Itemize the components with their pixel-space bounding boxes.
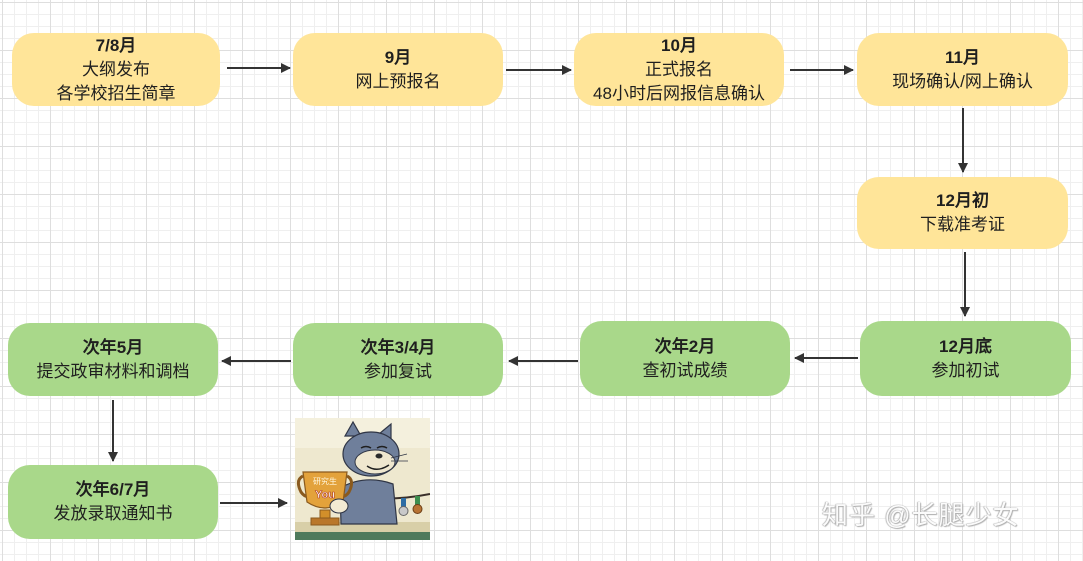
step-description: 现场确认/网上确认 xyxy=(892,71,1033,91)
step-title: 次年3/4月 xyxy=(360,337,436,357)
step-title: 12月初 xyxy=(936,191,989,210)
trophy-text-bottom: You xyxy=(315,489,335,501)
step-node-4: 11月 现场确认/网上确认 xyxy=(857,33,1068,106)
watermark: 知乎 @长腿少女 xyxy=(822,500,1020,530)
step-title: 次年2月 xyxy=(654,336,716,356)
step-description: 48小时后网报信息确认 xyxy=(593,83,765,103)
step-title: 9月 xyxy=(384,47,412,67)
step-description: 参加复试 xyxy=(364,361,432,381)
step-node-1: 7/8月 大纲发布 各学校招生简章 xyxy=(12,33,220,106)
cat-head xyxy=(342,420,408,477)
step-description: 网上预报名 xyxy=(355,71,441,91)
step-description: 各学校招生简章 xyxy=(56,83,176,103)
step-description: 提交政审材料和调档 xyxy=(36,361,190,381)
step-title: 次年6/7月 xyxy=(75,480,151,499)
step-title: 次年5月 xyxy=(82,337,144,357)
step-node-9: 次年5月 提交政审材料和调档 xyxy=(8,323,218,396)
step-node-7: 次年2月 查初试成绩 xyxy=(580,321,790,396)
step-description: 正式报名 xyxy=(645,59,713,79)
step-title: 7/8月 xyxy=(95,35,137,55)
step-description: 下载准考证 xyxy=(920,215,1005,234)
step-description: 参加初试 xyxy=(931,360,1000,380)
cat-trophy-picture: 研究生 You xyxy=(295,418,430,540)
step-node-8: 次年3/4月 参加复试 xyxy=(293,323,503,396)
step-node-3: 10月 正式报名 48小时后网报信息确认 xyxy=(574,33,784,106)
step-title: 10月 xyxy=(661,35,697,55)
step-description: 发放录取通知书 xyxy=(53,504,173,523)
trophy-text-top: 研究生 xyxy=(313,476,337,486)
step-title: 11月 xyxy=(945,47,980,67)
step-title: 12月底 xyxy=(939,336,992,356)
step-description: 大纲发布 xyxy=(82,59,150,79)
step-node-10: 次年6/7月 发放录取通知书 xyxy=(8,465,218,539)
step-node-2: 9月 网上预报名 xyxy=(293,33,503,106)
step-node-6: 12月底 参加初试 xyxy=(860,321,1071,396)
step-description: 查初试成绩 xyxy=(642,360,728,380)
step-node-5: 12月初 下载准考证 xyxy=(857,177,1068,249)
